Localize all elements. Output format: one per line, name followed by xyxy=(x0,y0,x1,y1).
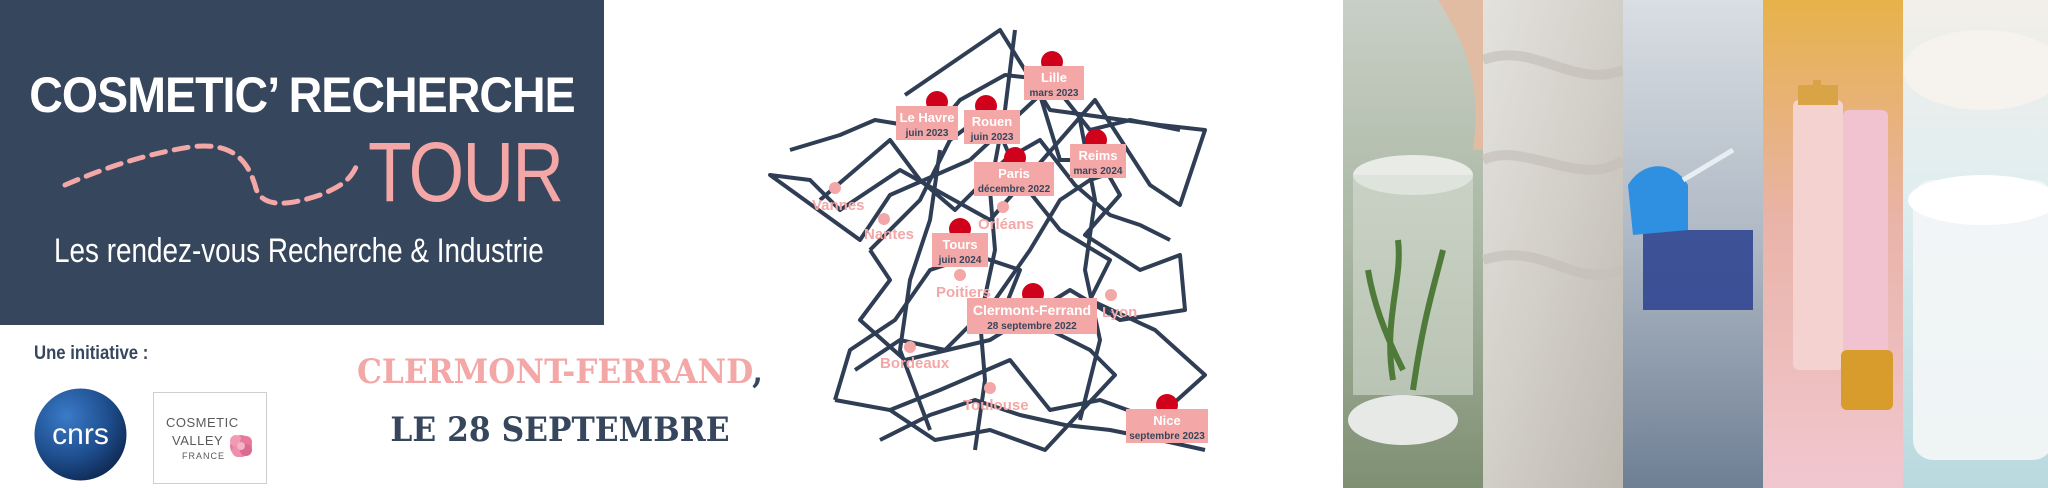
tour-stop-nice: Nice septembre 2023 xyxy=(1126,394,1208,443)
cosmetic-tube-photo xyxy=(1763,0,1903,488)
stop-date-nice: septembre 2023 xyxy=(1129,431,1205,442)
event-city-comma: , xyxy=(752,352,764,392)
stop-date-reims: mars 2024 xyxy=(1074,166,1123,177)
cv-logo-line3: FRANCE xyxy=(182,451,226,461)
stop-city-reims: Reims xyxy=(1078,148,1117,163)
dashed-route-decoration xyxy=(62,143,359,206)
stop-city-nice: Nice xyxy=(1153,413,1180,428)
stop-date-clermont-ferrand: 28 septembre 2022 xyxy=(987,321,1077,332)
city-label-bordeaux: Bordeaux xyxy=(880,355,950,372)
event-date: LE 28 SEPTEMBRE xyxy=(390,410,730,450)
cv-logo-line2: VALLEY xyxy=(172,433,224,448)
tour-stop-reims: Reims mars 2024 xyxy=(1070,129,1126,178)
stop-date-rouen: juin 2023 xyxy=(970,132,1014,143)
other-cities: Vannes Nantes Orléans Poitiers Lyon Bord… xyxy=(812,182,1137,414)
flower-icon xyxy=(230,435,252,457)
city-dot-lyon xyxy=(1105,289,1117,301)
event-city-name: CLERMONT-FERRAND xyxy=(356,352,753,392)
initiative-label: Une initiative : xyxy=(34,343,149,364)
city-label-nantes: Nantes xyxy=(864,226,914,243)
city-label-vannes: Vannes xyxy=(812,197,865,214)
tour-stop-rouen: Rouen juin 2023 xyxy=(964,95,1020,144)
city-label-orleans: Orléans xyxy=(978,216,1034,233)
stop-city-lille: Lille xyxy=(1041,70,1067,85)
city-dot-nantes xyxy=(878,213,890,225)
city-dot-toulouse xyxy=(984,382,996,394)
city-dot-bordeaux xyxy=(904,341,916,353)
city-label-lyon: Lyon xyxy=(1102,304,1137,321)
stop-date-lille: mars 2023 xyxy=(1030,88,1079,99)
powder-texture-photo xyxy=(1480,0,1626,488)
lab-plant-jar-photo xyxy=(1343,0,1483,488)
stop-date-paris: décembre 2022 xyxy=(978,184,1051,195)
stop-city-clermont-ferrand: Clermont-Ferrand xyxy=(973,302,1091,318)
stop-city-rouen: Rouen xyxy=(972,114,1013,129)
tagline: Les rendez-vous Recherche & Industrie xyxy=(54,232,544,270)
event-city: CLERMONT-FERRAND, xyxy=(339,352,781,392)
tour-stop-tours: Tours juin 2024 xyxy=(932,218,988,267)
stop-date-tours: juin 2024 xyxy=(938,255,982,266)
event-series-subtitle: TOUR xyxy=(368,125,564,219)
cnrs-logo: cnrs xyxy=(34,388,127,481)
cream-jar-photo xyxy=(1903,0,2048,488)
stop-city-le-havre: Le Havre xyxy=(900,110,955,125)
photo-strip xyxy=(1343,0,2048,488)
title-panel: COSMETIC’ RECHERCHE TOUR Les rendez-vous… xyxy=(0,0,604,325)
lab-pipette-photo xyxy=(1623,0,1763,488)
event-series-title: COSMETIC’ RECHERCHE xyxy=(29,67,575,123)
stop-city-paris: Paris xyxy=(998,166,1030,181)
stop-date-le-havre: juin 2023 xyxy=(905,128,949,139)
tour-stop-lille: Lille mars 2023 xyxy=(1024,51,1084,100)
cnrs-logo-text: cnrs xyxy=(52,418,109,451)
city-dot-poitiers xyxy=(954,269,966,281)
tour-stop-clermont-ferrand: Clermont-Ferrand 28 septembre 2022 xyxy=(967,283,1097,334)
tour-map: Vannes Nantes Orléans Poitiers Lyon Bord… xyxy=(768,28,1208,452)
tour-stop-le-havre: Le Havre juin 2023 xyxy=(896,91,958,140)
city-label-toulouse: Toulouse xyxy=(963,397,1029,414)
cv-logo-line1: COSMETIC xyxy=(166,415,239,430)
cosmetic-valley-logo: COSMETIC VALLEY FRANCE xyxy=(153,392,267,484)
city-dot-vannes xyxy=(829,182,841,194)
stop-city-tours: Tours xyxy=(942,237,977,252)
city-label-poitiers: Poitiers xyxy=(936,284,991,301)
tour-stop-paris: Paris décembre 2022 xyxy=(974,147,1054,196)
city-dot-orleans xyxy=(997,201,1009,213)
